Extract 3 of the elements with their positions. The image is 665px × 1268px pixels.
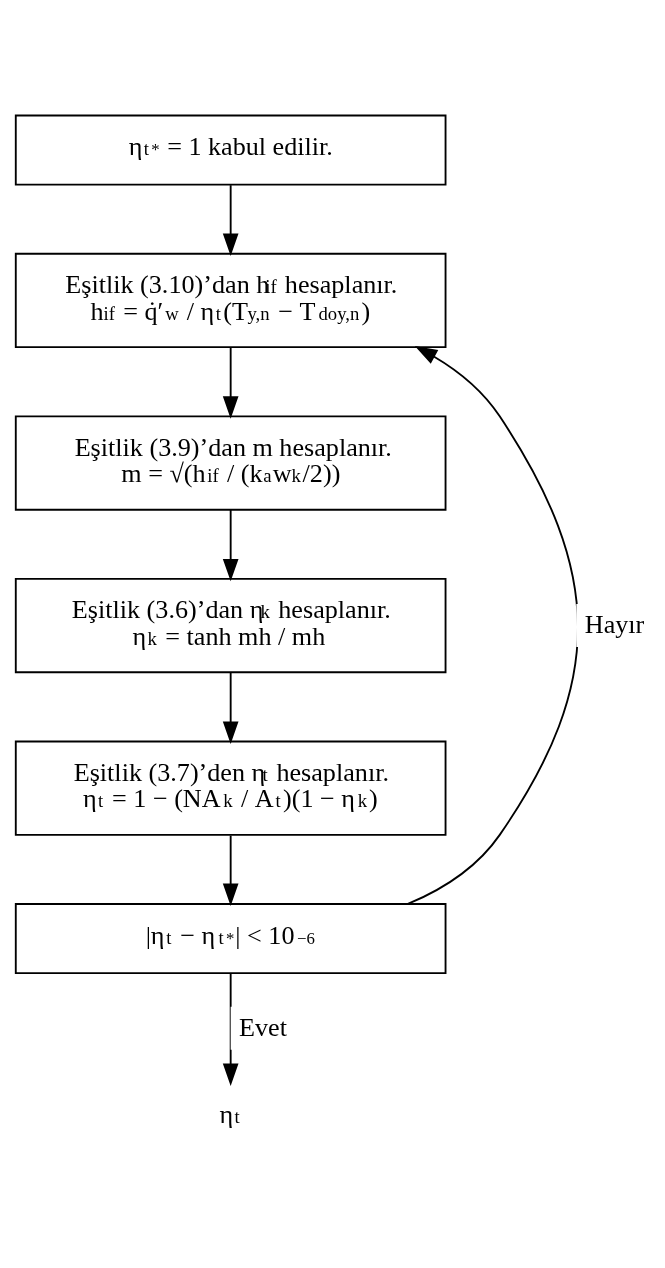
edge-label: Evet (239, 1013, 287, 1043)
edge-label: Hayır (584, 610, 645, 640)
node-text: ηt (219, 1100, 240, 1129)
